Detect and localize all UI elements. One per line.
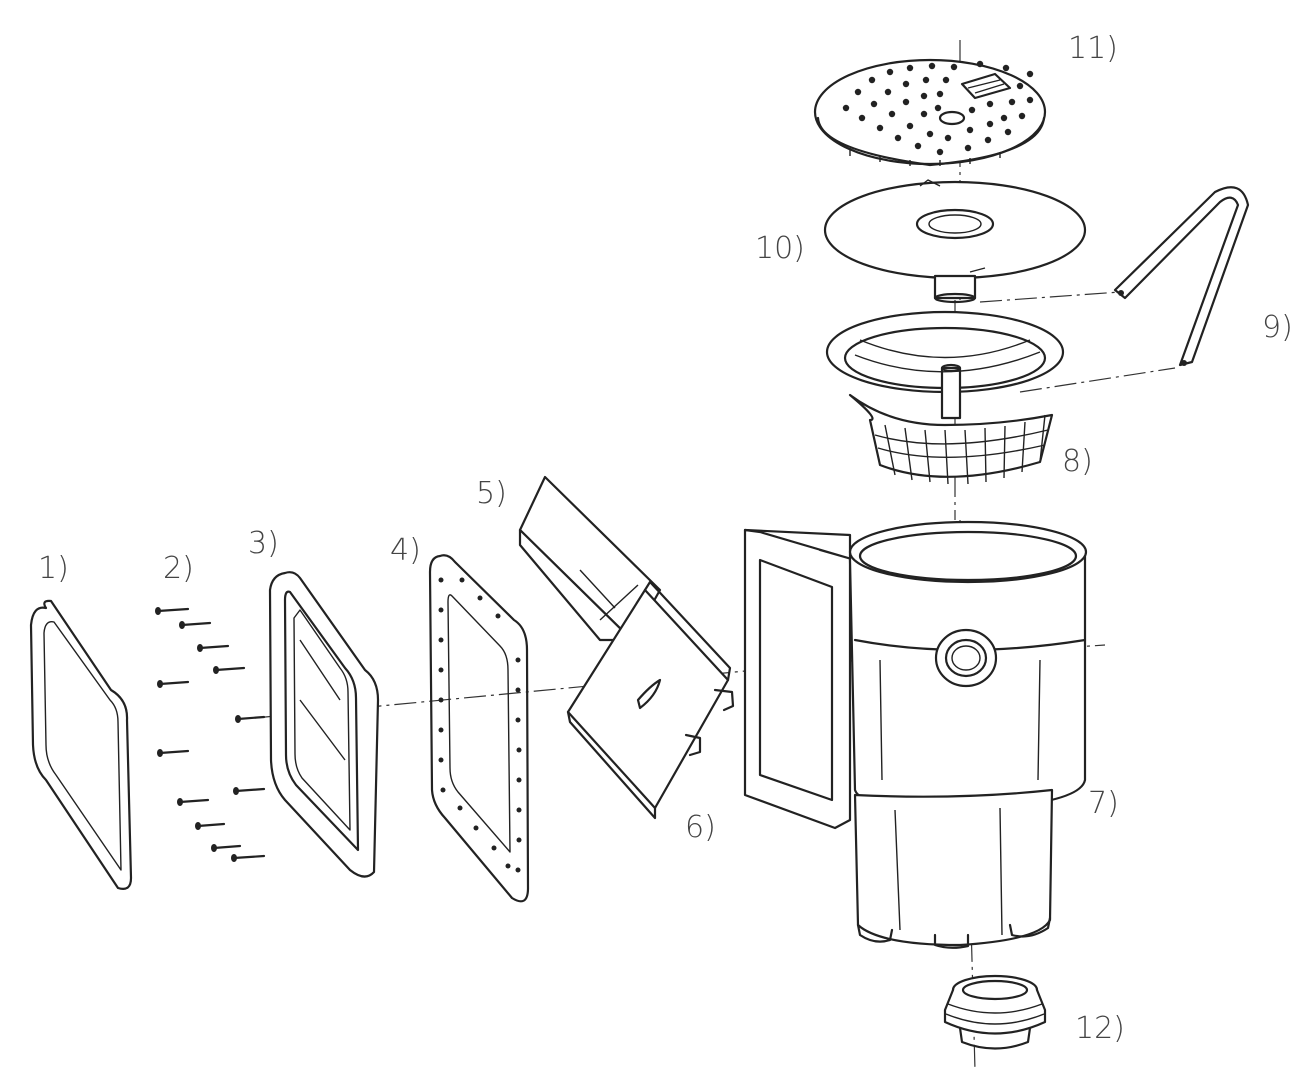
label-part-5: 5) bbox=[476, 476, 507, 511]
part-11-perforated-lid bbox=[813, 58, 1047, 167]
part-5-weir-float bbox=[518, 475, 662, 642]
part-4-gasket-with-holes bbox=[428, 554, 530, 903]
label-part-3: 3) bbox=[248, 526, 279, 561]
label-part-10: 10) bbox=[755, 231, 805, 266]
part-8-basket bbox=[825, 310, 1065, 485]
label-part-1: 1) bbox=[38, 551, 69, 586]
label-part-7: 7) bbox=[1088, 786, 1119, 821]
part-7-skimmer-body bbox=[743, 520, 1088, 949]
label-part-4: 4) bbox=[390, 533, 421, 568]
part-2-screws bbox=[155, 607, 266, 862]
label-part-8: 8) bbox=[1062, 444, 1093, 479]
label-part-2: 2) bbox=[163, 551, 194, 586]
part-labels: 1) 2) 3) 4) 5) 6) 7) 8) 9) 10) 11) 12) bbox=[38, 31, 1293, 1046]
lid-perforations bbox=[842, 60, 1034, 156]
part-12-threaded-fitting bbox=[943, 974, 1047, 1050]
label-part-9: 9) bbox=[1262, 310, 1293, 345]
label-part-12: 12) bbox=[1075, 1011, 1125, 1046]
label-part-11: 11) bbox=[1068, 31, 1118, 66]
side-port bbox=[934, 628, 998, 688]
part-1-gasket bbox=[29, 599, 133, 890]
part-6-weir-flap bbox=[566, 580, 735, 820]
part-10-cover-plate bbox=[823, 179, 1087, 304]
part-3-face-plate bbox=[268, 571, 380, 878]
gasket-holes bbox=[438, 577, 522, 873]
label-part-6: 6) bbox=[685, 810, 716, 845]
part-9-handle bbox=[1113, 186, 1250, 367]
